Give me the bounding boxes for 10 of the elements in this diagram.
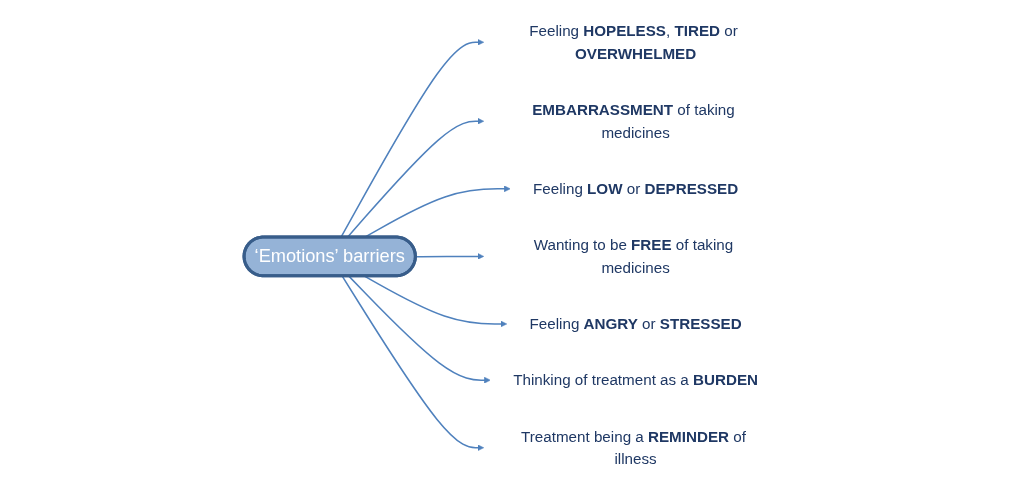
node-text: Wanting to be FREE of taking medicines	[533, 236, 734, 277]
arrow	[348, 275, 491, 384]
node-text: Feeling HOPELESS, TIRED or OVERWHELMED	[529, 22, 738, 62]
node-text: Feeling LOW or DEPRESSED	[533, 180, 739, 198]
arrow	[341, 275, 485, 452]
node-text: Treatment being a REMINDER of illness	[521, 428, 747, 468]
node-text: Thinking of treatment as a BURDEN	[513, 371, 759, 389]
arrow	[363, 275, 508, 328]
node-text: Feeling ANGRY or STRESSED	[529, 315, 742, 333]
node-text: EMBARRASSMENT of taking medicines	[532, 101, 735, 141]
